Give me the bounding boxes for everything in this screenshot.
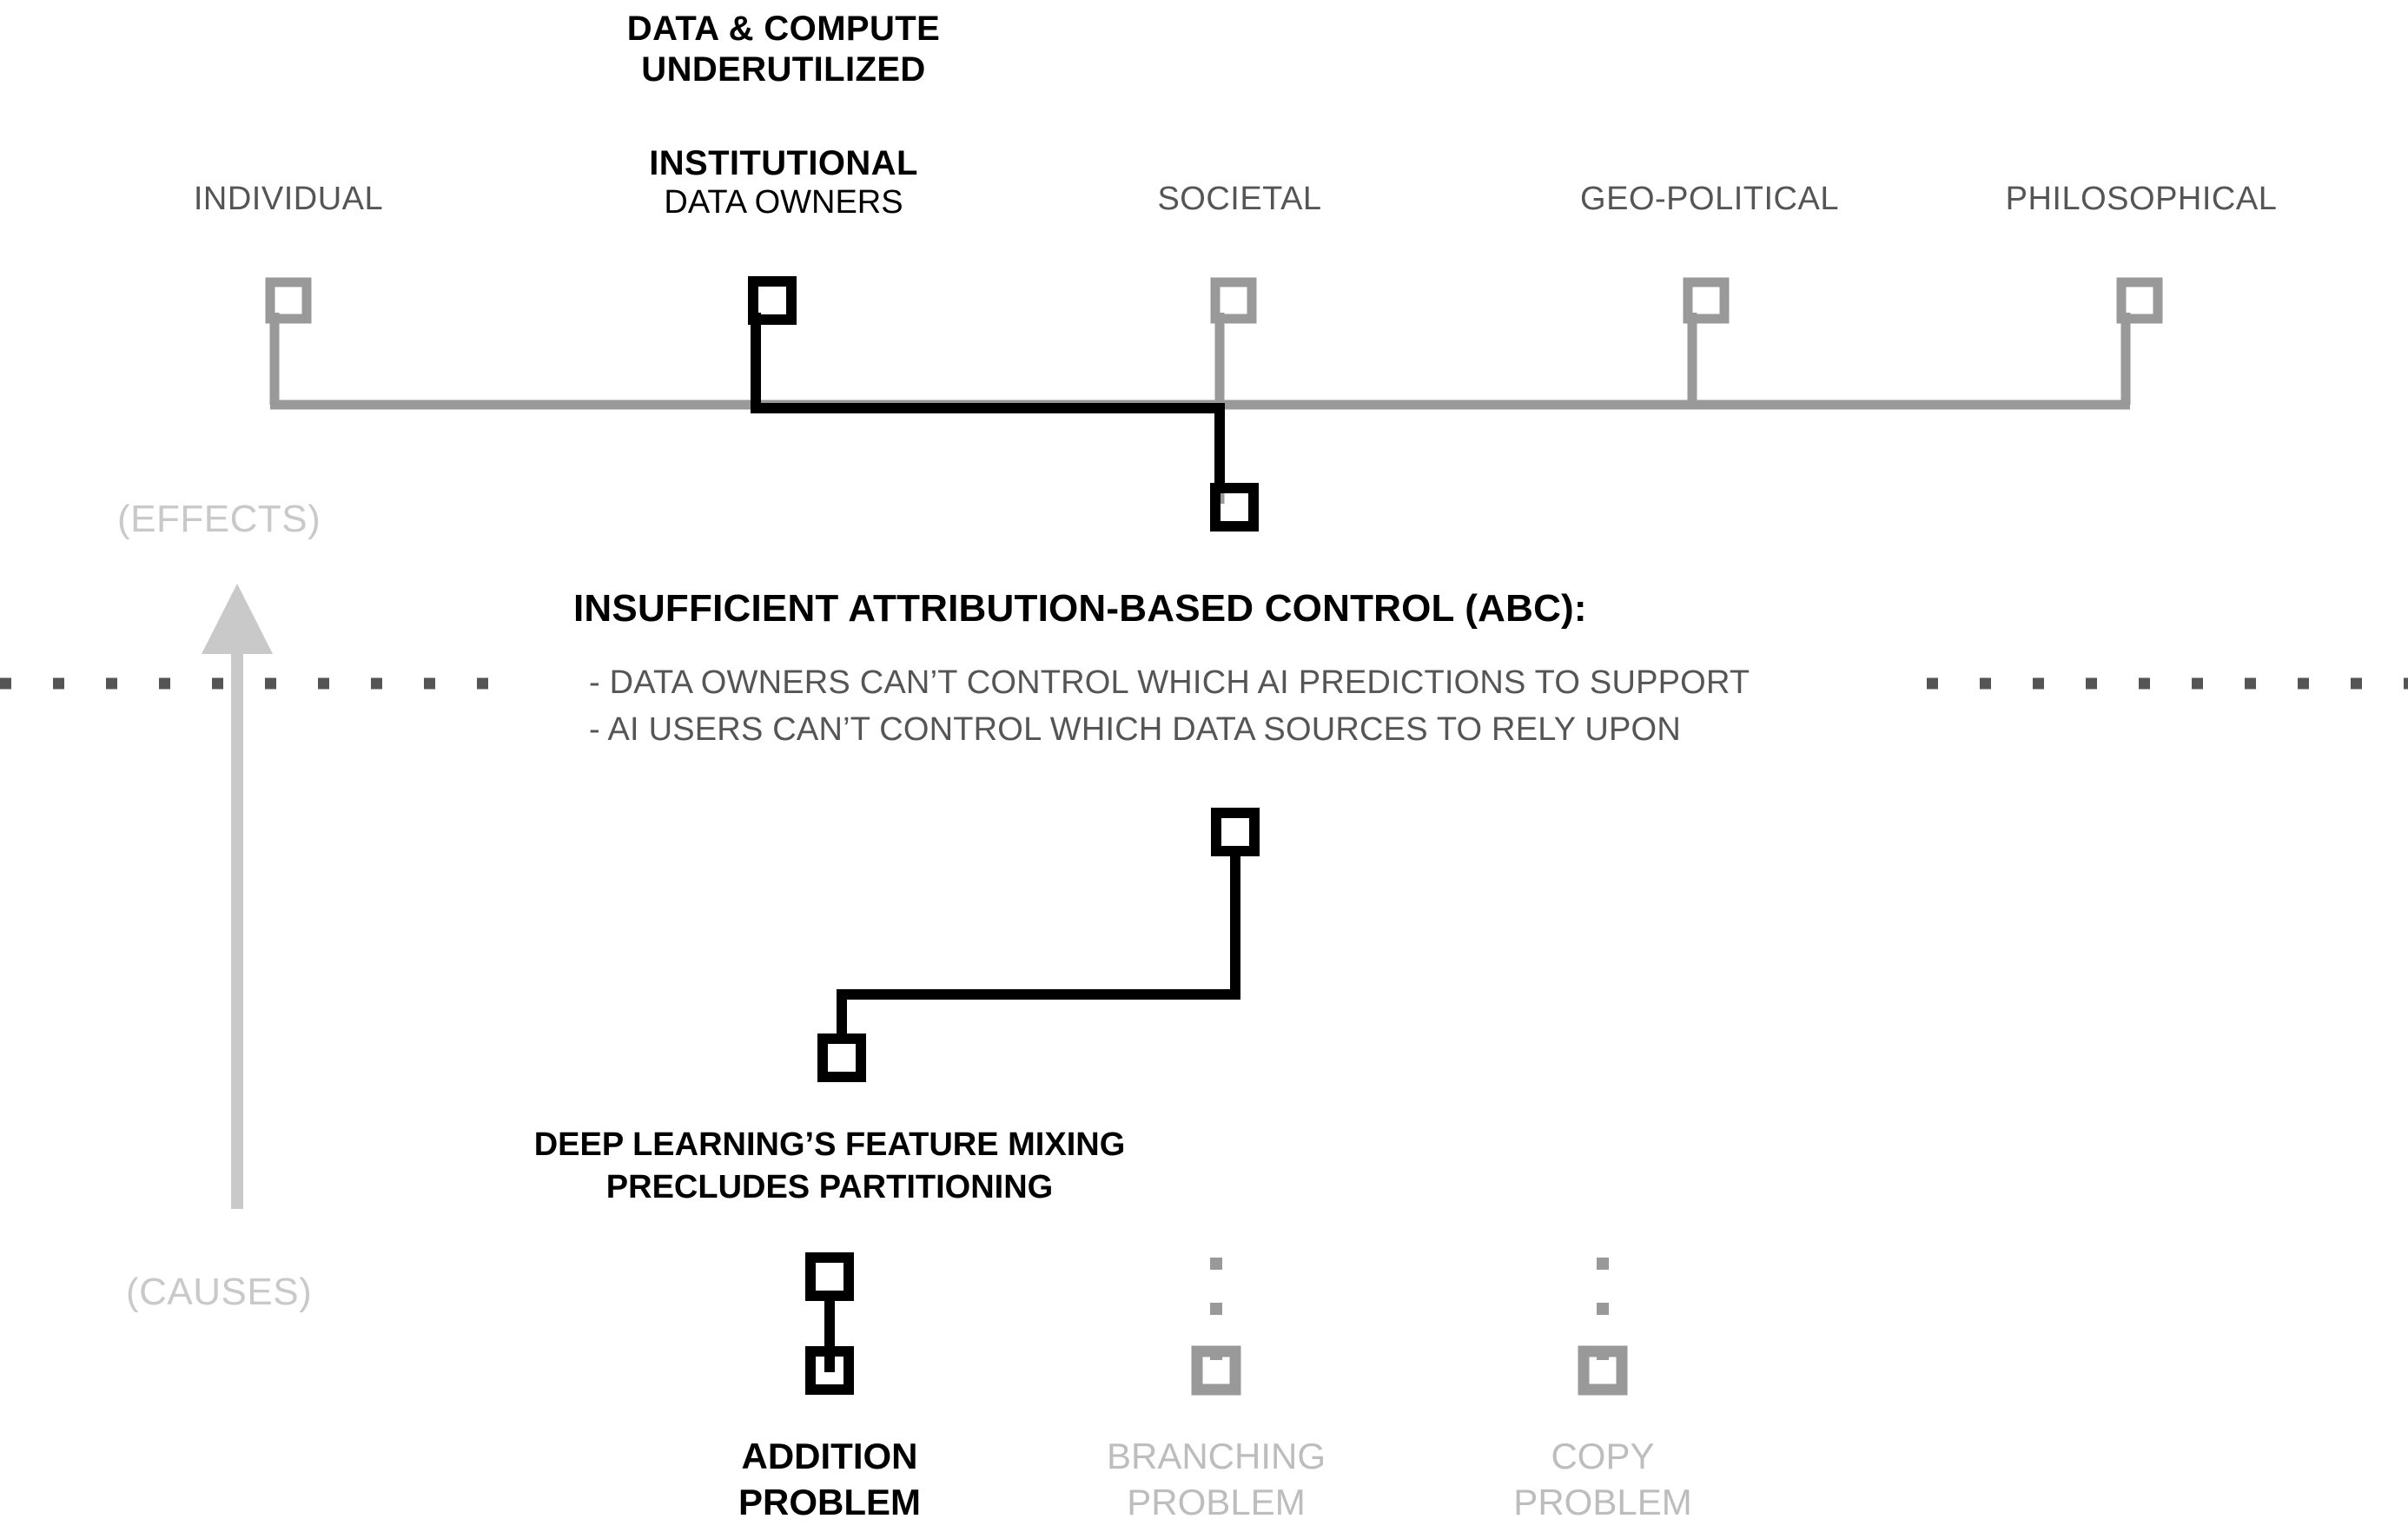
problem-branching-group [1191, 1258, 1241, 1396]
axis-label-effects: (EFFECTS) [117, 498, 321, 540]
category-label-individual[interactable]: INDIVIDUAL [193, 181, 384, 217]
active-path-institutional-societal [751, 313, 1225, 491]
abc-title: INSUFFICIENT ATTRIBUTION-BASED CONTROL (… [573, 587, 1587, 630]
problem-addition-group [805, 1252, 854, 1395]
node-institutional [748, 276, 797, 325]
causes-to-effects-arrow [202, 584, 273, 1209]
heading-data-compute-underutilized: DATA & COMPUTE UNDERUTILIZED [626, 10, 941, 89]
problem-copy-group [1578, 1258, 1628, 1396]
category-label-geopolitical[interactable]: GEO-POLITICAL [1580, 181, 1839, 217]
abc-bullet-ai-users: - AI USERS CAN’T CONTROL WHICH DATA SOUR… [589, 711, 1681, 748]
category-label-philosophical[interactable]: PHILOSOPHICAL [2005, 181, 2278, 217]
node-abc-cause-upper [1211, 808, 1260, 856]
abc-bullet-data-owners: - DATA OWNERS CAN’T CONTROL WHICH AI PRE… [589, 664, 1750, 701]
problem-label-branching[interactable]: BRANCHING PROBLEM [1106, 1436, 1326, 1522]
node-branching [1191, 1345, 1241, 1396]
node-copy [1578, 1345, 1628, 1396]
node-societal [1210, 277, 1257, 324]
active-path-feature-mixing [837, 851, 1240, 1042]
label-institutional-data-owners: DATA OWNERS [664, 184, 903, 221]
label-deep-learning-feature-mixing: DEEP LEARNING’S FEATURE MIXING PRECLUDES… [533, 1126, 1126, 1205]
node-addition-top [805, 1252, 854, 1301]
label-institutional: INSTITUTIONAL [649, 144, 918, 182]
problem-label-addition[interactable]: ADDITION PROBLEM [738, 1436, 921, 1522]
category-label-societal[interactable]: SOCIETAL [1157, 181, 1322, 217]
node-feature-mixing [817, 1033, 866, 1082]
node-philosophical [2116, 277, 2163, 324]
node-individual [265, 277, 312, 324]
axis-label-causes: (CAUSES) [126, 1271, 313, 1313]
problem-label-copy[interactable]: COPY PROBLEM [1513, 1436, 1692, 1522]
node-geopolitical [1683, 277, 1730, 324]
node-societal-effect [1210, 483, 1259, 532]
